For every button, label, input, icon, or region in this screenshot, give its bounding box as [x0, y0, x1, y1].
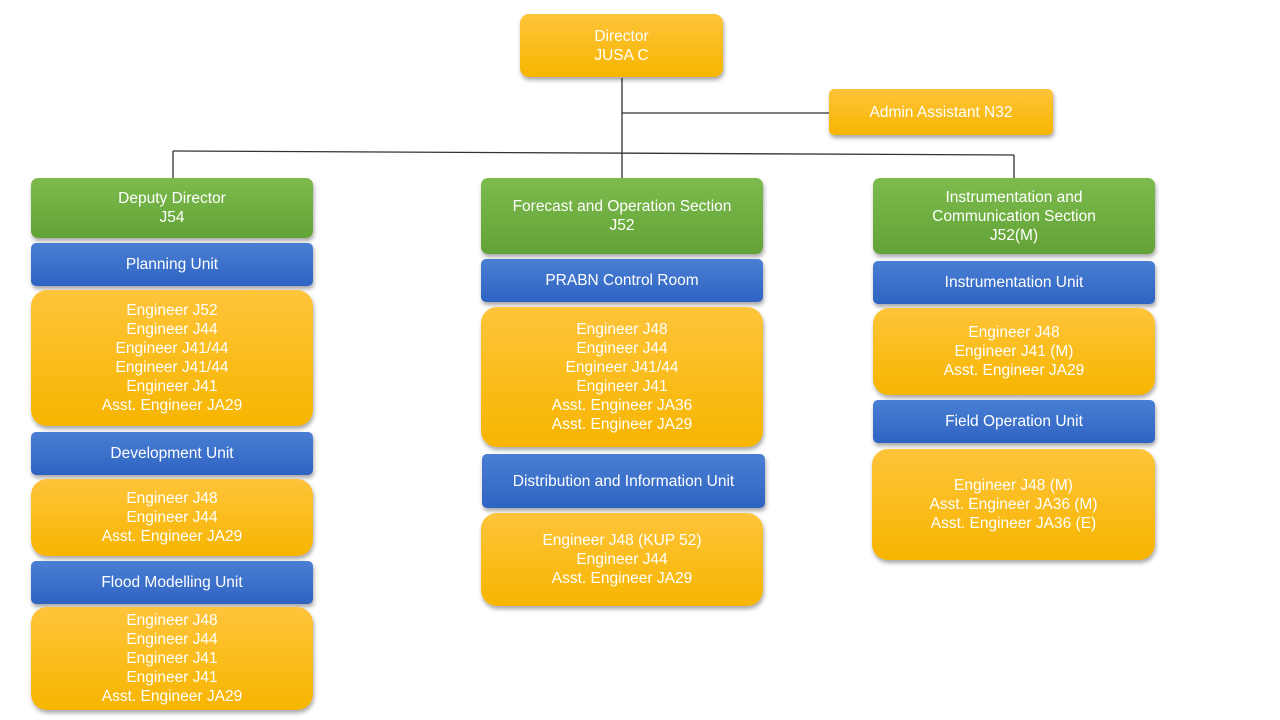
staff-entry: Engineer J48 — [126, 490, 218, 507]
staff-entry: Engineer J44 — [126, 509, 218, 526]
staff-entry: Asst. Engineer JA36 (E) — [930, 515, 1097, 532]
instrumentation-communication-section-title-1: Instrumentation and — [945, 188, 1083, 206]
staff-entry: Engineer J44 — [126, 631, 218, 648]
forecast-operation-section-title: Forecast and Operation Section — [512, 198, 732, 215]
admin-assistant-label: Admin Assistant N32 — [869, 103, 1013, 121]
development-unit-label: Development Unit — [110, 445, 234, 462]
staff-entry: Engineer J41/44 — [115, 359, 229, 376]
staff-entry: Engineer J41 — [126, 669, 218, 686]
staff-entry: Engineer J48 — [576, 321, 668, 338]
admin-assistant-box: Admin Assistant N32 — [829, 89, 1053, 135]
staff-entry: Engineer J48 (M) — [954, 477, 1073, 494]
staff-entry: Engineer J48 — [126, 612, 218, 629]
instrumentation-unit-staff: Engineer J48 Engineer J41 (M) Asst. Engi… — [873, 308, 1155, 395]
staff-entry: Engineer J41 — [576, 378, 668, 395]
development-unit-box: Development Unit — [31, 432, 313, 475]
forecast-operation-section-box: Forecast and Operation Section J52 — [481, 178, 763, 254]
deputy-director-title: Deputy Director — [118, 190, 226, 207]
planning-unit-staff: Engineer J52 Engineer J44 Engineer J41/4… — [31, 290, 313, 426]
distribution-information-unit-label: Distribution and Information Unit — [512, 472, 735, 490]
director-title: Director — [594, 27, 649, 45]
section-bus-line — [172, 150, 1015, 156]
staff-entry: Engineer J44 — [126, 321, 218, 338]
flood-modelling-unit-label: Flood Modelling Unit — [101, 574, 243, 591]
staff-entry: Engineer J44 — [576, 551, 668, 568]
instrumentation-communication-section-grade: J52(M) — [989, 226, 1039, 244]
staff-entry: Engineer J48 (KUP 52) — [542, 532, 702, 549]
staff-entry: Asst. Engineer JA29 — [101, 397, 243, 414]
development-unit-staff: Engineer J48 Engineer J44 Asst. Engineer… — [31, 479, 313, 556]
director-grade: JUSA C — [594, 46, 649, 64]
staff-entry: Engineer J41/44 — [565, 359, 679, 376]
staff-entry: Asst. Engineer JA36 — [551, 397, 693, 414]
planning-unit-box: Planning Unit — [31, 243, 313, 286]
staff-entry: Engineer J44 — [576, 340, 668, 357]
staff-entry: Asst. Engineer JA29 — [551, 416, 693, 433]
staff-entry: Engineer J41/44 — [115, 340, 229, 357]
staff-entry: Asst. Engineer JA29 — [101, 688, 243, 705]
staff-entry: Asst. Engineer JA29 — [551, 570, 693, 587]
deputy-director-box: Deputy Director J54 — [31, 178, 313, 238]
prabn-control-room-box: PRABN Control Room — [481, 259, 763, 302]
instrumentation-unit-label: Instrumentation Unit — [944, 274, 1084, 291]
planning-unit-label: Planning Unit — [125, 256, 219, 273]
field-operation-unit-label: Field Operation Unit — [945, 413, 1083, 430]
flood-modelling-unit-box: Flood Modelling Unit — [31, 561, 313, 604]
distribution-information-unit-box: Distribution and Information Unit — [482, 454, 765, 508]
director-box: Director JUSA C — [520, 14, 723, 77]
field-operation-unit-staff: Engineer J48 (M) Asst. Engineer JA36 (M)… — [872, 449, 1155, 560]
staff-entry: Asst. Engineer JA36 (M) — [929, 496, 1098, 513]
staff-entry: Engineer J52 — [126, 302, 218, 319]
forecast-operation-section-grade: J52 — [609, 217, 635, 234]
prabn-control-room-label: PRABN Control Room — [545, 272, 699, 289]
field-operation-unit-box: Field Operation Unit — [873, 400, 1155, 443]
instrumentation-unit-box: Instrumentation Unit — [873, 261, 1155, 304]
staff-entry: Asst. Engineer JA29 — [943, 362, 1085, 379]
staff-entry: Engineer J41 — [126, 378, 218, 395]
instrumentation-communication-section-title-2: Communication Section — [932, 207, 1096, 225]
deputy-director-grade: J54 — [159, 209, 185, 226]
distribution-information-unit-staff: Engineer J48 (KUP 52) Engineer J44 Asst.… — [481, 513, 763, 606]
prabn-control-room-staff: Engineer J48 Engineer J44 Engineer J41/4… — [481, 307, 763, 447]
staff-entry: Asst. Engineer JA29 — [101, 528, 243, 545]
instrumentation-communication-section-box: Instrumentation and Communication Sectio… — [873, 178, 1155, 254]
flood-modelling-unit-staff: Engineer J48 Engineer J44 Engineer J41 E… — [31, 607, 313, 710]
staff-entry: Engineer J41 — [126, 650, 218, 667]
staff-entry: Engineer J41 (M) — [954, 343, 1074, 360]
staff-entry: Engineer J48 — [968, 324, 1060, 341]
